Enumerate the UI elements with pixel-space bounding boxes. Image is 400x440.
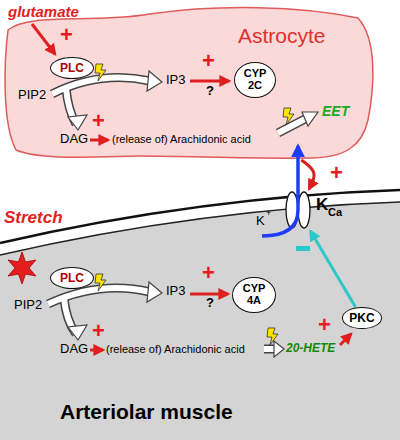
question-mark: ? [206, 84, 214, 99]
molecule-name: IP3 [166, 73, 186, 88]
lightning-bolt [95, 64, 106, 81]
enzyme-name: PKC [349, 312, 374, 325]
molecule-name: (release of) Arachidonic acid [106, 343, 245, 356]
enzyme-oval: PKC [342, 307, 383, 329]
activation-connector [301, 160, 314, 189]
ion-name: K [256, 214, 265, 229]
plus-sign: + [92, 110, 105, 132]
lightning-bolt [283, 108, 294, 125]
molecule-name: (release of) Arachidonic acid [112, 133, 251, 146]
plus-sign: + [92, 320, 105, 342]
stretch-star [8, 252, 36, 284]
enzyme-name: PLC [60, 62, 84, 75]
cell-name: Arteriolar muscle [60, 400, 233, 424]
plus-sign: + [60, 24, 73, 46]
membrane-line [0, 190, 400, 243]
activation-arrow [340, 334, 351, 345]
enzyme-name: CYP 4A [241, 283, 267, 306]
lightning-bolt [95, 274, 106, 291]
cell-name: Ca [328, 206, 342, 219]
enzyme-oval: CYP 4A [232, 277, 276, 313]
cytoplasm [0, 202, 400, 440]
activation-arrow [190, 80, 229, 83]
plus-sign: + [318, 314, 331, 336]
cell-outline [5, 8, 373, 159]
molecule-name: EET [322, 103, 349, 119]
question-mark: ? [206, 296, 214, 311]
ion-charge: + [266, 208, 271, 218]
enzyme-oval: CYP 2C [234, 62, 276, 98]
enzyme-oval: PLC [50, 57, 94, 79]
activation-arrow [32, 24, 55, 54]
stimulus-name: glutamate [8, 3, 79, 20]
enzyme-name: PLC [60, 272, 84, 285]
potassium-arrow [262, 146, 298, 236]
activation-arrow [190, 293, 228, 296]
plus-sign: + [202, 262, 215, 284]
channel-subunit [298, 192, 310, 228]
inhibition-connector [310, 231, 355, 307]
enzyme-name: CYP 2C [242, 68, 268, 91]
molecule-name: DAG [60, 132, 88, 147]
activation-arrow [90, 349, 103, 352]
membrane-line [0, 202, 400, 255]
lightning-bolt [267, 328, 278, 345]
cell-name: Astrocyte [238, 24, 326, 48]
hollow-arrow [52, 71, 318, 133]
molecule-name: PIP2 [14, 298, 42, 313]
cell-name: K [316, 195, 328, 215]
inhibition-bar [296, 246, 310, 251]
activation-arrow [90, 139, 108, 142]
molecule-name: IP3 [166, 284, 186, 299]
plus-sign: + [330, 162, 343, 184]
molecule-name: DAG [60, 342, 88, 357]
stimulus-name: Stretch [4, 208, 63, 228]
enzyme-oval: PLC [50, 267, 94, 289]
plus-sign: + [202, 50, 215, 72]
molecule-name: PIP2 [18, 88, 46, 103]
molecule-name: 20-HETE [286, 342, 335, 356]
hollow-arrow [48, 282, 284, 357]
